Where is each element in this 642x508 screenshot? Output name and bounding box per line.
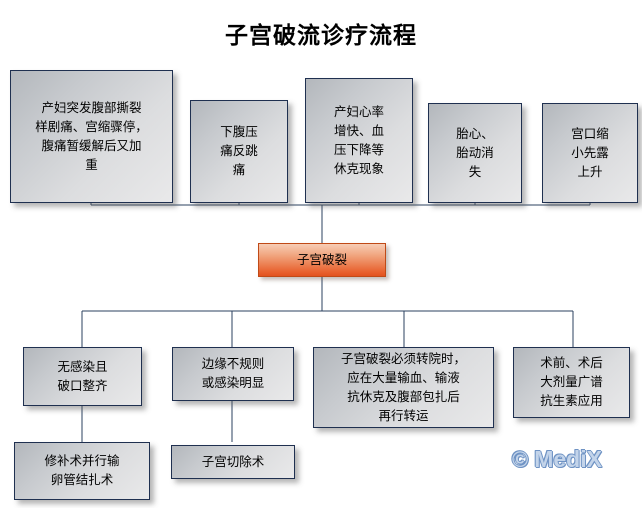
watermark-medix: © MediX bbox=[512, 446, 602, 473]
treatment-box-4-label: 术前、术后 大剂量广谱 抗生素应用 bbox=[540, 356, 603, 408]
watermark-label: MediX bbox=[534, 446, 602, 472]
symptom-box-5[interactable]: 宫口缩 小先露 上升 bbox=[542, 103, 638, 203]
diagnosis-box-label: 子宫破裂 bbox=[296, 252, 347, 267]
diagnosis-box[interactable]: 子宫破裂 bbox=[258, 243, 386, 277]
procedure-box-2[interactable]: 子宫切除术 bbox=[171, 445, 295, 479]
treatment-box-2[interactable]: 边缘不规则 或感染明显 bbox=[172, 347, 294, 401]
symptom-box-1-label: 产妇突发腹部撕裂 样剧痛、宫缩骤停， 腹痛暂缓解后又加 重 bbox=[35, 100, 148, 172]
treatment-box-3-label: 子宫破裂必须转院时， 应在大量输血、输液 抗休克及腹部包扎后 再行转运 bbox=[340, 351, 466, 423]
copyright-icon: © bbox=[512, 446, 529, 472]
treatment-box-3[interactable]: 子宫破裂必须转院时， 应在大量输血、输液 抗休克及腹部包扎后 再行转运 bbox=[313, 347, 494, 428]
treatment-box-4[interactable]: 术前、术后 大剂量广谱 抗生素应用 bbox=[513, 347, 630, 418]
symptom-box-1[interactable]: 产妇突发腹部撕裂 样剧痛、宫缩骤停， 腹痛暂缓解后又加 重 bbox=[10, 70, 173, 203]
symptom-box-4[interactable]: 胎心、 胎动消 失 bbox=[428, 103, 522, 203]
treatment-box-1[interactable]: 无感染且 破口整齐 bbox=[23, 347, 142, 406]
symptom-box-4-label: 胎心、 胎动消 失 bbox=[456, 126, 494, 179]
procedure-box-2-label: 子宫切除术 bbox=[201, 454, 265, 469]
treatment-box-1-label: 无感染且 破口整齐 bbox=[57, 359, 108, 393]
symptom-box-2[interactable]: 下腹压 痛反跳 痛 bbox=[190, 100, 288, 203]
symptom-box-3[interactable]: 产妇心率 增快、血 压下降等 休克现象 bbox=[305, 78, 413, 203]
symptom-box-5-label: 宫口缩 小先露 上升 bbox=[571, 126, 609, 179]
procedure-box-1-label: 修补术并行输 卵管结扎术 bbox=[44, 454, 120, 487]
symptom-box-2-label: 下腹压 痛反跳 痛 bbox=[220, 125, 258, 177]
symptom-box-3-label: 产妇心率 增快、血 压下降等 休克现象 bbox=[333, 104, 384, 176]
treatment-box-2-label: 边缘不规则 或感染明显 bbox=[201, 357, 265, 390]
page-title: 子宫破流诊疗流程 bbox=[225, 23, 417, 48]
procedure-box-1[interactable]: 修补术并行输 卵管结扎术 bbox=[14, 442, 150, 500]
